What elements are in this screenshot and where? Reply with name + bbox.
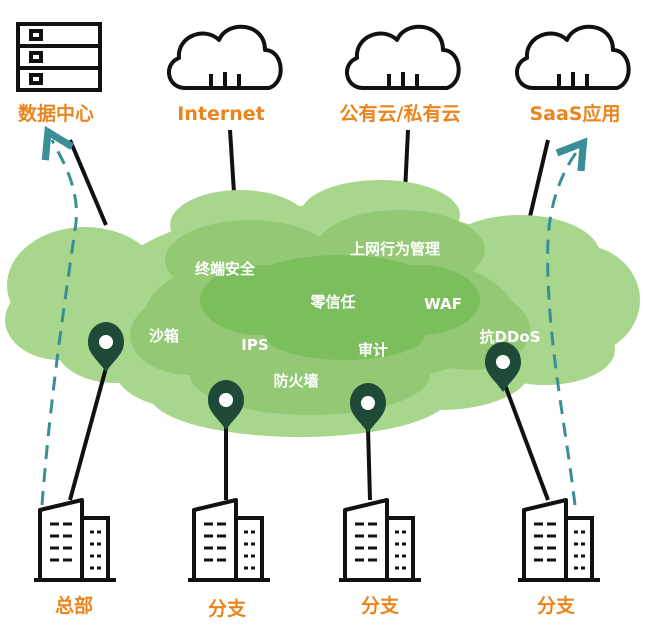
service-endpoint-security: 终端安全 bbox=[195, 260, 256, 278]
service-anti-ddos: 抗DDoS bbox=[479, 328, 540, 346]
label-data-center: 数据中心 bbox=[18, 102, 94, 125]
service-audit: 审计 bbox=[358, 341, 388, 359]
location-pin-icon bbox=[485, 342, 521, 392]
service-waf: WAF bbox=[424, 295, 462, 313]
label-saas-app: SaaS应用 bbox=[529, 102, 620, 125]
label-internet: Internet bbox=[177, 103, 264, 125]
cloud-icon bbox=[345, 24, 461, 90]
building-icon bbox=[188, 498, 270, 582]
cloud-icon bbox=[167, 24, 283, 90]
dashed-arrow-left bbox=[40, 140, 78, 506]
building-icon bbox=[339, 498, 421, 582]
label-branch-1: 分支 bbox=[208, 598, 247, 620]
location-pin-icon bbox=[208, 380, 244, 430]
service-sandbox: 沙箱 bbox=[149, 327, 179, 345]
service-ips: IPS bbox=[241, 336, 268, 354]
downlink-lines bbox=[68, 367, 550, 501]
service-web-behavior-mgmt: 上网行为管理 bbox=[350, 240, 440, 258]
uplink-lines bbox=[68, 129, 550, 226]
location-pin-icon bbox=[88, 322, 124, 372]
security-service-cloud bbox=[5, 180, 640, 437]
service-zero-trust: 零信任 bbox=[309, 293, 355, 311]
dashed-arrow-right bbox=[546, 150, 578, 506]
label-branch-3: 分支 bbox=[537, 595, 576, 617]
cloud-icon bbox=[515, 24, 631, 90]
location-pin-icon bbox=[350, 383, 386, 433]
label-branch-2: 分支 bbox=[361, 595, 400, 617]
building-icon bbox=[34, 498, 116, 582]
label-headquarters: 总部 bbox=[55, 594, 93, 617]
label-public-private-cloud: 公有云/私有云 bbox=[340, 102, 461, 125]
service-labels: 终端安全 上网行为管理 零信任 WAF 沙箱 IPS 审计 抗DDoS 防火墙 bbox=[149, 240, 541, 390]
server-rack-icon bbox=[16, 22, 102, 92]
building-icon bbox=[518, 498, 600, 582]
service-firewall: 防火墙 bbox=[273, 372, 318, 390]
